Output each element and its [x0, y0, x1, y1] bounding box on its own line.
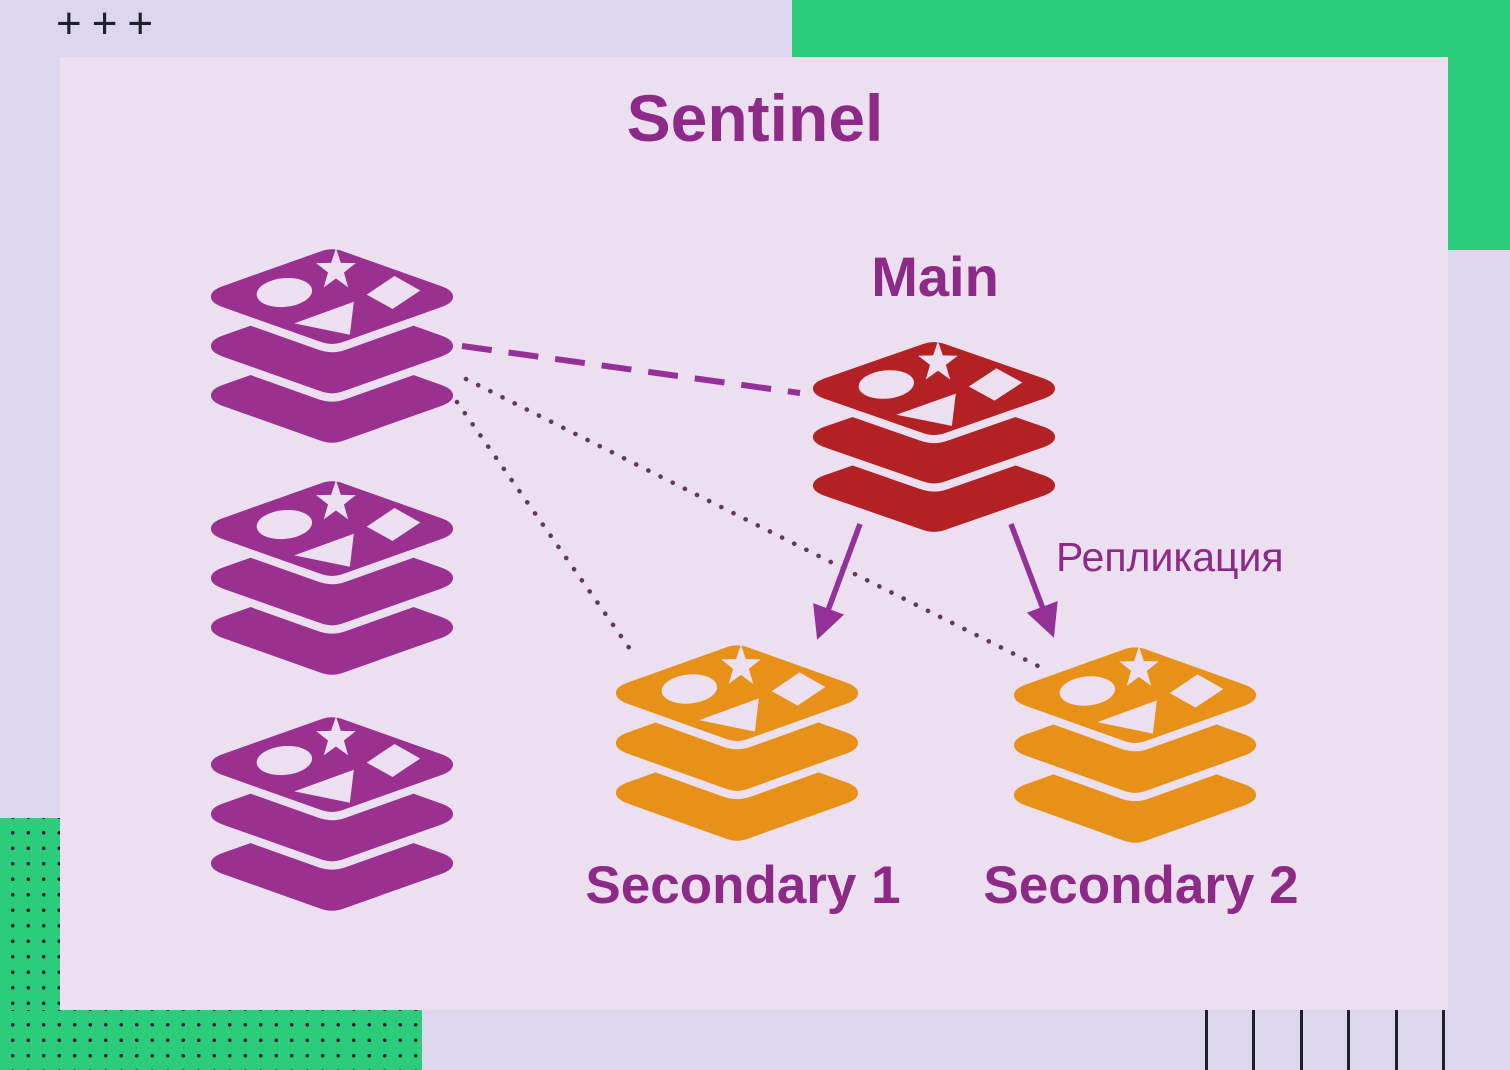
- main-node-label: Main: [871, 245, 999, 308]
- secondary-2-label: Secondary 2: [983, 856, 1299, 915]
- diagram-title: Sentinel: [626, 81, 884, 155]
- plus-marks-decor: +++: [56, 0, 164, 48]
- green-top-bar-decor: [792, 0, 1510, 57]
- replication-edge-label: Репликация: [1056, 534, 1284, 580]
- green-right-block-decor: [1448, 57, 1510, 250]
- sentinel-node-1: [203, 239, 461, 451]
- secondary-1-node: [608, 635, 866, 849]
- ruler-line: [1300, 1010, 1303, 1070]
- ruler-line: [1395, 1010, 1398, 1070]
- ruler-line: [1442, 1010, 1445, 1070]
- green-dotted-strip-bottom-decor: [0, 1010, 422, 1070]
- main-node: [805, 332, 1063, 540]
- ruler-line: [1205, 1010, 1208, 1070]
- sentinel-node-3: [203, 707, 461, 919]
- sentinel-node-2: [203, 471, 461, 683]
- secondary-2-node: [1006, 637, 1264, 851]
- secondary-1-label: Secondary 1: [585, 856, 901, 915]
- ruler-line: [1347, 1010, 1350, 1070]
- ruler-line: [1252, 1010, 1255, 1070]
